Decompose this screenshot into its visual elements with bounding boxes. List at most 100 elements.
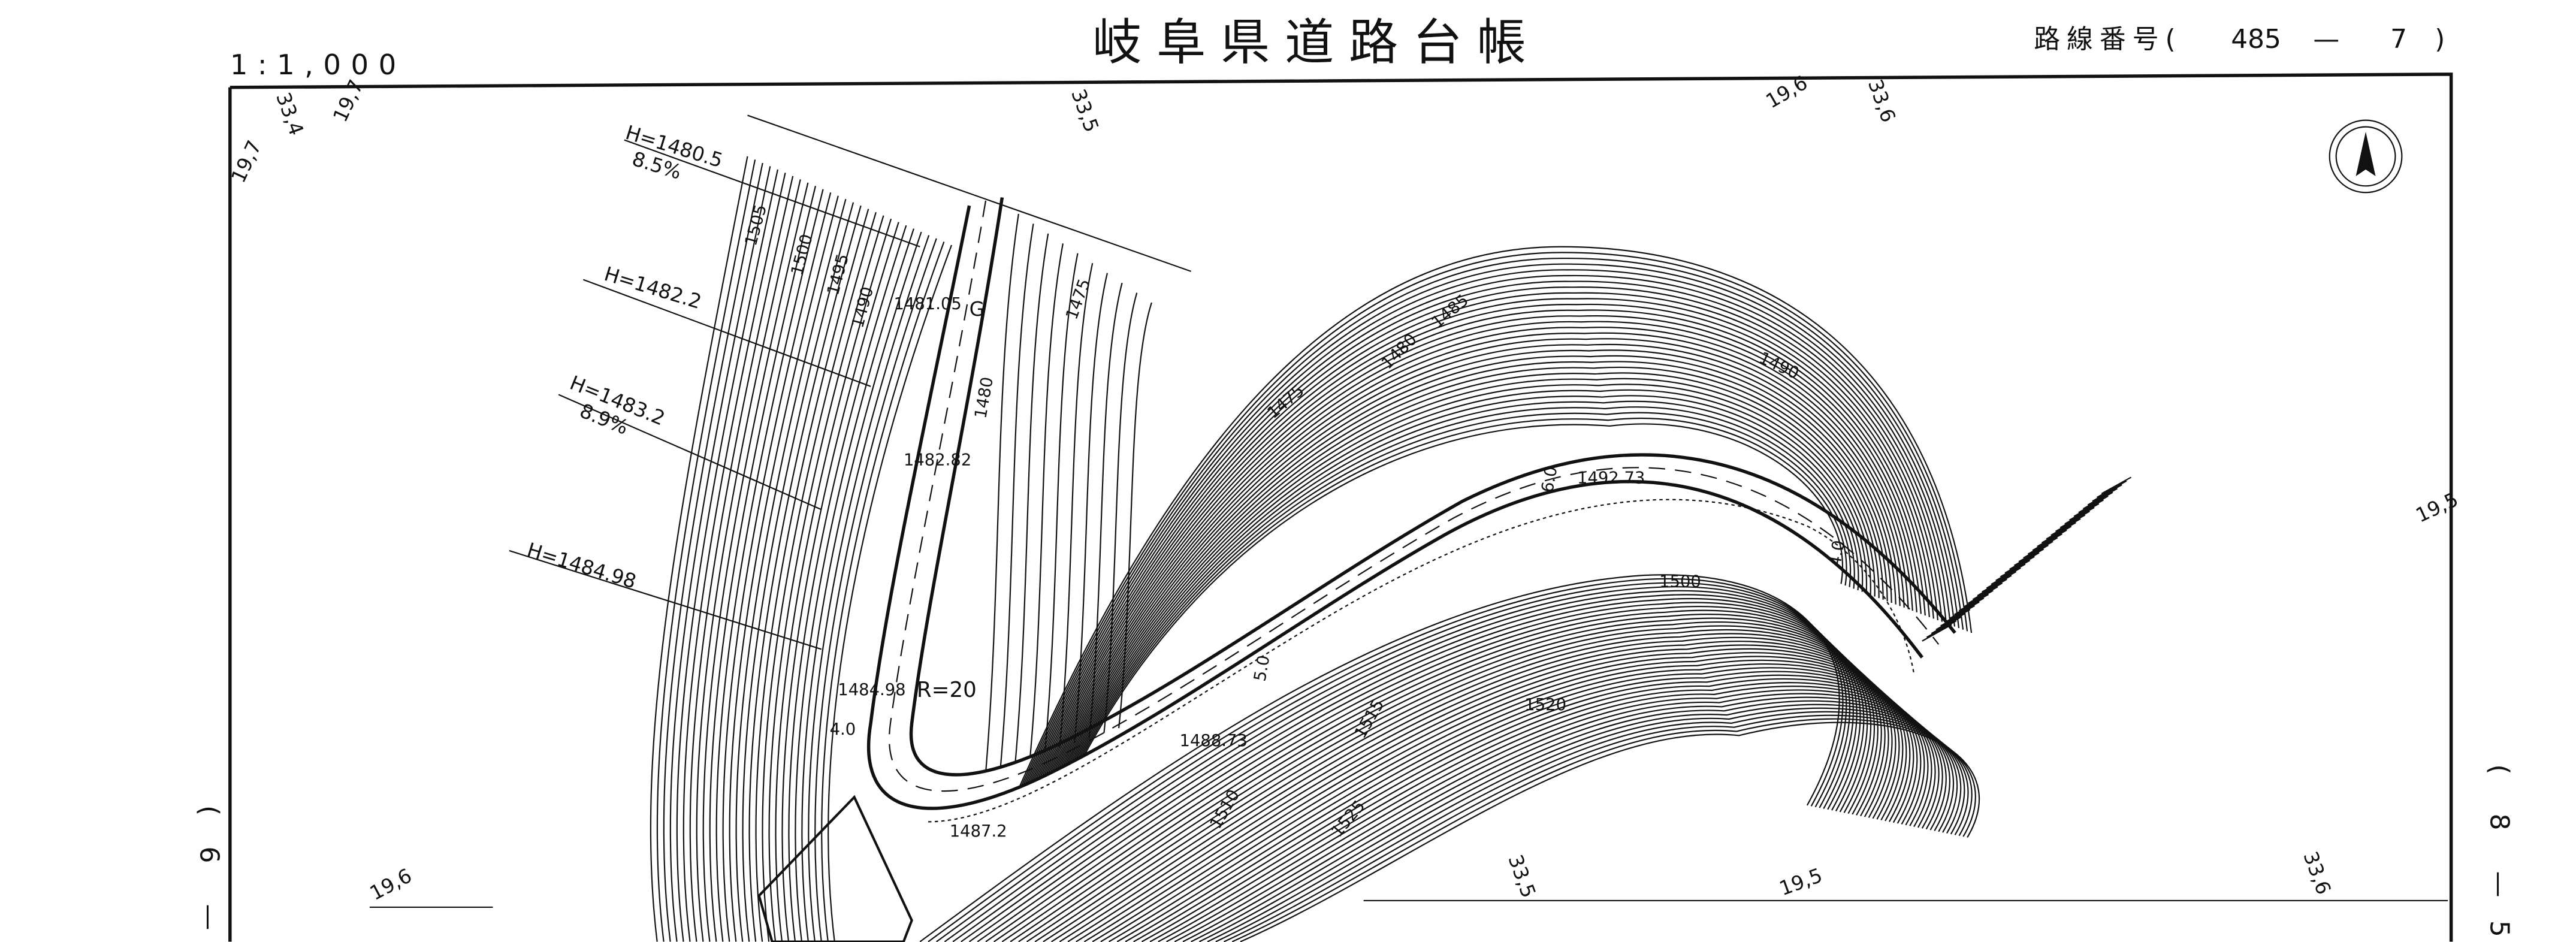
contour-line <box>1064 372 1880 766</box>
contour-line <box>1240 721 1980 942</box>
contour-line <box>1001 614 1876 942</box>
map-symbols: G 4.0 6.0 5.0 4.0 <box>830 297 1849 739</box>
contour-line <box>1103 292 1138 733</box>
contour-line <box>676 169 778 942</box>
contour-line <box>1045 321 1917 776</box>
contour-line <box>762 212 877 942</box>
contour-line <box>663 162 763 942</box>
svg-text:19,6: 19,6 <box>366 864 416 905</box>
contour-line <box>755 209 869 942</box>
contour-line <box>2018 544 2049 563</box>
svg-text:—: — <box>194 904 224 930</box>
contour-line <box>1073 273 1108 743</box>
contour-line <box>1068 384 1871 764</box>
contour-lines <box>650 156 2132 942</box>
contour-line <box>696 179 801 942</box>
contour-line <box>1029 243 1064 758</box>
contour-line <box>1060 361 1888 768</box>
contour-line <box>999 224 1034 768</box>
gravel-area <box>757 795 913 942</box>
svg-text:1480: 1480 <box>971 376 997 420</box>
route-number-label: 路線番号( <box>2034 24 2182 55</box>
contour-line <box>1056 349 1896 771</box>
north-arrow-icon <box>2329 119 2403 194</box>
contour-line <box>1968 586 1998 604</box>
contour-line <box>2082 491 2113 510</box>
contour-line <box>1935 612 1966 630</box>
contour-line <box>1038 303 1930 779</box>
road <box>866 197 1956 823</box>
contour-line <box>1014 233 1049 763</box>
contour-line <box>1017 246 1973 789</box>
contour-line <box>1926 620 1957 638</box>
contour-line <box>1081 417 1847 758</box>
svg-text:(: ( <box>194 805 224 816</box>
contour-line <box>828 244 953 942</box>
contour-line <box>1073 395 1864 762</box>
svg-text:1520: 1520 <box>1524 696 1566 714</box>
contour-line <box>1043 315 1922 777</box>
svg-text:1495: 1495 <box>824 252 853 297</box>
left-sheet-link: ( 6 — <box>194 805 224 930</box>
svg-text:6: 6 <box>194 846 224 863</box>
contour-line <box>1963 590 1994 608</box>
contour-line <box>1141 678 1936 942</box>
route-close: ) <box>2435 24 2445 55</box>
svg-text:1492.73: 1492.73 <box>1577 469 1645 488</box>
svg-text:1488.73: 1488.73 <box>1180 732 1248 750</box>
svg-text:19,5: 19,5 <box>1776 864 1825 901</box>
contour-line <box>669 166 771 942</box>
svg-text:19,5: 19,5 <box>2412 487 2462 527</box>
contour-line <box>1026 269 1956 785</box>
svg-text:1485: 1485 <box>1429 291 1472 333</box>
contour-line <box>1058 355 1892 769</box>
contour-line <box>2092 484 2122 502</box>
contour-line <box>768 215 884 942</box>
contour-line <box>1070 389 1868 763</box>
elevation-labels: 1481.05 1482.82 1484.98 R=20 1487.2 1488… <box>838 295 1645 841</box>
svg-text:1475: 1475 <box>1062 276 1094 322</box>
contour-line <box>919 574 1840 942</box>
contour-line <box>1944 605 1976 623</box>
contour-line <box>1074 400 1859 761</box>
contour-line <box>2023 541 2053 558</box>
contour-line <box>2009 552 2040 570</box>
contour-line <box>2013 548 2045 566</box>
contour-line <box>814 238 937 942</box>
svg-text:33,6: 33,6 <box>1864 76 1901 125</box>
route-number: 路線番号( 485 — 7 ) <box>2034 24 2445 55</box>
contour-line <box>1034 629 1889 942</box>
contour-line <box>2096 480 2127 499</box>
contour-line <box>1088 282 1123 738</box>
contour-line <box>1037 298 1934 780</box>
contour-line <box>1149 682 1940 942</box>
contour-line <box>1224 714 1973 942</box>
contour-line <box>1198 704 1962 942</box>
svg-text:19,7: 19,7 <box>328 76 368 126</box>
contour-line <box>1020 252 1968 789</box>
contour-line <box>2064 506 2095 525</box>
contour-line <box>2087 488 2118 506</box>
grid-lines <box>369 899 2448 908</box>
contour-line <box>722 192 832 942</box>
svg-text:1481.05: 1481.05 <box>893 295 961 313</box>
contour-line <box>2101 476 2132 494</box>
svg-text:G: G <box>970 297 985 321</box>
contour-line <box>1026 625 1886 942</box>
contour-line <box>1066 378 1876 765</box>
contour-line <box>656 159 756 942</box>
svg-text:6.0: 6.0 <box>1538 465 1561 494</box>
contour-line <box>1991 567 2021 585</box>
svg-text:33,5: 33,5 <box>1067 86 1104 135</box>
contour-line <box>1062 367 1884 768</box>
contour-line <box>1022 257 1964 787</box>
svg-text:33,6: 33,6 <box>2299 849 2336 898</box>
contour-line <box>709 186 817 942</box>
svg-text:5: 5 <box>2484 920 2514 937</box>
contour-line <box>748 205 862 942</box>
right-sheet-link: ( 8 — 5 <box>2484 764 2514 937</box>
contour-line <box>1972 582 2003 600</box>
contour-line <box>1044 253 1079 753</box>
